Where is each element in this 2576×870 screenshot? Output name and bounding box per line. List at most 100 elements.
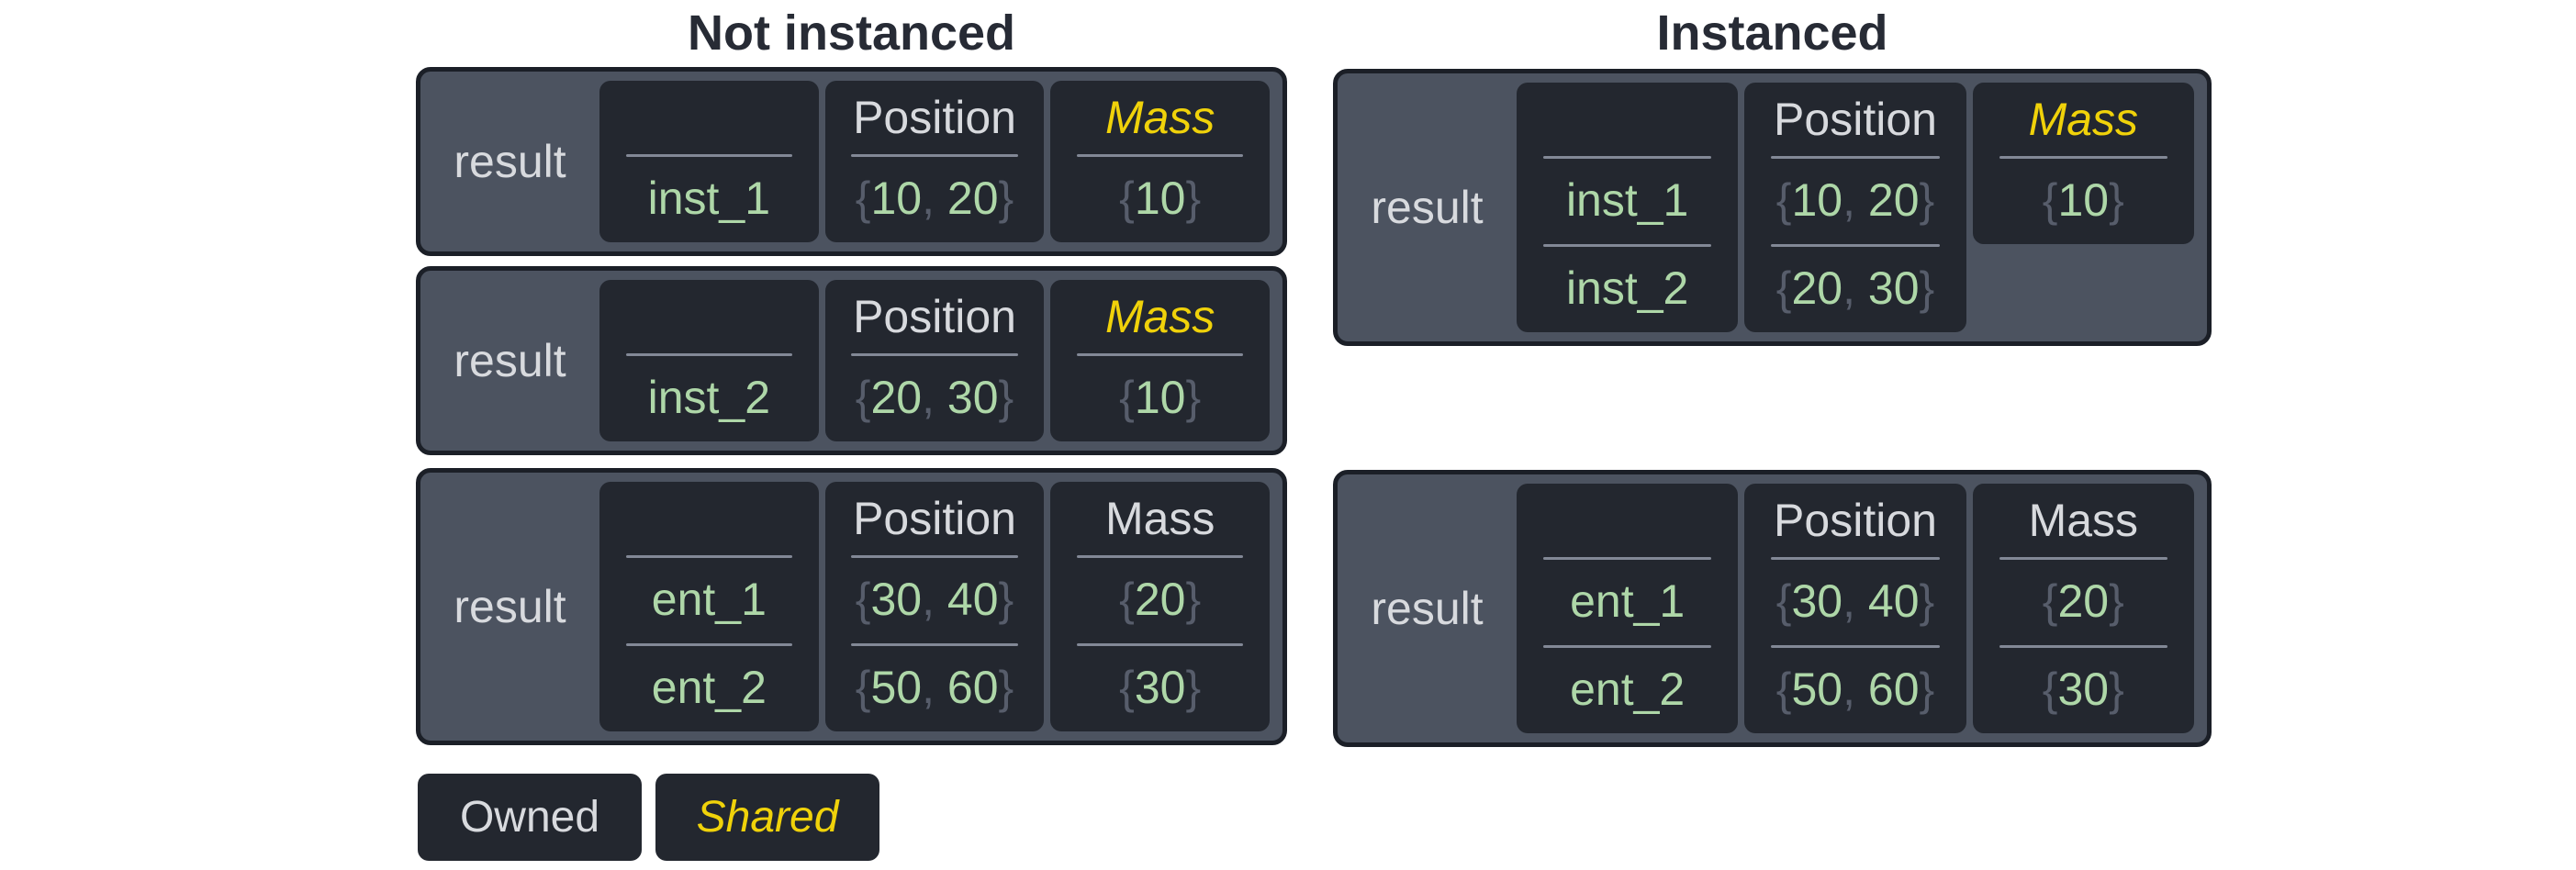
table-not-instanced-inst1: result inst_1 Position {10, 20} Mass {10…: [416, 67, 1287, 256]
table-not-instanced-inst2: result inst_2 Position {20, 30} Mass {10…: [416, 266, 1287, 455]
column-header-empty: [599, 81, 819, 154]
value-row: {30}: [1050, 643, 1270, 731]
position-cell: Position {10, 20}: [824, 81, 1045, 242]
value-row: {20}: [1050, 555, 1270, 643]
comma-separator: ,: [1842, 664, 1868, 715]
comma-separator: ,: [922, 173, 947, 224]
column-header-empty: [599, 482, 819, 555]
value-row: inst_1: [1517, 156, 1738, 244]
column-header-position: Position: [853, 493, 1016, 544]
entity-name: inst_1: [1565, 174, 1689, 226]
value-x: 20: [870, 372, 923, 423]
legend-owned: Owned: [418, 774, 642, 861]
close-brace: }: [1185, 574, 1202, 625]
value-row: {20, 30}: [1744, 244, 1966, 332]
comma-separator: ,: [922, 662, 947, 713]
close-brace: }: [2109, 174, 2124, 226]
close-brace: }: [1919, 575, 1935, 627]
value-row: ent_1: [599, 555, 819, 643]
entity-name-cell: inst_2: [599, 280, 819, 441]
entity-name-cell: inst_1 inst_2: [1517, 83, 1739, 332]
open-brace: {: [855, 662, 871, 713]
entity-name: inst_2: [1565, 262, 1689, 314]
open-brace: {: [1119, 372, 1135, 423]
open-brace: {: [855, 372, 871, 423]
column-header-empty: [599, 280, 819, 353]
position-cell: Position {30, 40} {50, 60}: [1744, 484, 1966, 733]
row-label: result: [454, 136, 566, 187]
value-row: {10}: [1050, 154, 1270, 242]
entity-name: ent_2: [1570, 664, 1686, 715]
column-header-mass-shared: Mass: [2028, 94, 2139, 145]
mass-cell-shared: Mass {10}: [1050, 81, 1271, 242]
table-instanced-instances: result inst_1 inst_2 Position {10, 20} {…: [1333, 69, 2212, 346]
column-header-mass-shared: Mass: [1104, 291, 1215, 342]
value-y: 30: [1867, 262, 1920, 314]
column-header-empty: [1517, 484, 1738, 557]
row-label: result: [454, 581, 566, 632]
value-x: 30: [1791, 575, 1843, 627]
value-mass: 30: [1134, 662, 1186, 713]
value-x: 10: [1791, 174, 1843, 226]
column-header-mass: Mass: [1104, 493, 1215, 544]
table-instanced-entities: result ent_1 ent_2 Position {30, 40} {50…: [1333, 470, 2212, 747]
value-x: 20: [1791, 262, 1843, 314]
entity-name-cell: inst_1: [599, 81, 819, 242]
open-brace: {: [2042, 174, 2058, 226]
row-label: result: [1371, 583, 1484, 634]
value-y: 60: [946, 662, 999, 713]
value-row: {30, 40}: [825, 555, 1045, 643]
value-row: ent_2: [1517, 645, 1738, 733]
section-title-not-instanced: Not instanced: [687, 6, 1016, 61]
value-x: 30: [870, 574, 923, 625]
mass-cell-shared: Mass {10}: [1050, 280, 1271, 441]
mass-cell-shared-single: Mass {10}: [1972, 83, 2194, 244]
position-cell: Position {10, 20} {20, 30}: [1744, 83, 1966, 332]
open-brace: {: [2042, 575, 2058, 627]
section-not-instanced: Not instanced result inst_1 Position {10…: [416, 0, 1287, 870]
position-cell: Position {20, 30}: [824, 280, 1045, 441]
value-mass: 10: [2057, 174, 2110, 226]
legend-shared: Shared: [655, 774, 879, 861]
comma-separator: ,: [922, 574, 947, 625]
section-title-instanced: Instanced: [1656, 6, 1888, 61]
value-mass: 10: [1134, 372, 1186, 423]
value-row: {10, 20}: [825, 154, 1045, 242]
open-brace: {: [1119, 662, 1135, 713]
column-header-position: Position: [853, 291, 1016, 342]
value-row: {50, 60}: [1744, 645, 1966, 733]
value-row: ent_2: [599, 643, 819, 731]
component-cells: ent_1 ent_2 Position {30, 40} {50, 60} M…: [1517, 484, 2194, 733]
component-cells: inst_1 inst_2 Position {10, 20} {20, 30}…: [1517, 83, 2194, 332]
close-brace: }: [998, 372, 1014, 423]
value-row: {10}: [1050, 353, 1270, 441]
open-brace: {: [1775, 262, 1792, 314]
close-brace: }: [998, 662, 1014, 713]
open-brace: {: [1775, 174, 1792, 226]
value-row: {20, 30}: [825, 353, 1045, 441]
component-cells: inst_2 Position {20, 30} Mass {10}: [599, 280, 1271, 441]
column-header-mass-shared: Mass: [1104, 92, 1215, 143]
value-row: inst_1: [599, 154, 819, 242]
value-y: 20: [1867, 174, 1920, 226]
value-row: {10, 20}: [1744, 156, 1966, 244]
open-brace: {: [855, 574, 871, 625]
column-header-position: Position: [1774, 495, 1937, 546]
legend-shared-label: Shared: [696, 793, 839, 842]
value-mass: 30: [2057, 664, 2110, 715]
value-mass: 20: [2057, 575, 2110, 627]
value-row: {30, 40}: [1744, 557, 1966, 645]
entity-name: ent_1: [1570, 575, 1686, 627]
legend-owned-label: Owned: [459, 793, 600, 842]
value-row: {10}: [1973, 156, 2194, 244]
close-brace: }: [2109, 575, 2124, 627]
close-brace: }: [998, 173, 1014, 224]
value-y: 20: [946, 173, 999, 224]
entity-name-cell: ent_1 ent_2: [599, 482, 819, 731]
legend: Owned Shared: [418, 774, 879, 861]
component-cells: inst_1 Position {10, 20} Mass {10}: [599, 81, 1271, 242]
column-header-empty: [1517, 83, 1738, 156]
value-row: inst_2: [1517, 244, 1738, 332]
comma-separator: ,: [922, 372, 947, 423]
close-brace: }: [1185, 662, 1202, 713]
